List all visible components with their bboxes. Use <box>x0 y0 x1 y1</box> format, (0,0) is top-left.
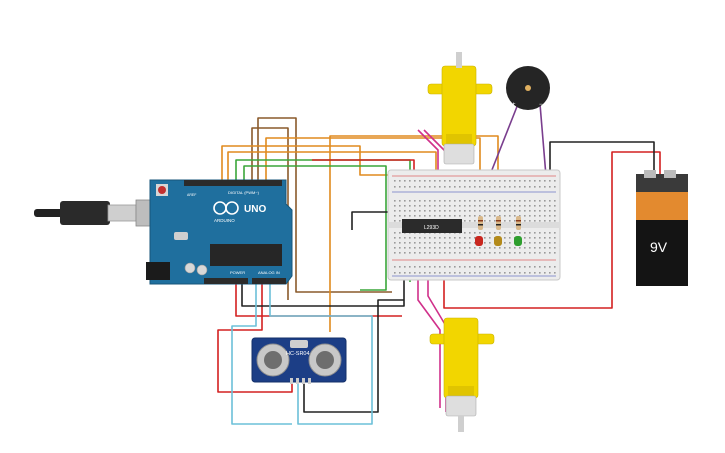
wire-orange-3 <box>265 137 481 180</box>
piezo-buzzer: + − <box>506 66 550 110</box>
ultrasonic-sensor: HC-SR04 <box>251 337 347 384</box>
wire-orange-4 <box>329 135 499 332</box>
power-jack <box>146 262 170 280</box>
sensor-pins <box>290 378 311 384</box>
led-green <box>514 236 522 246</box>
arduino-model: UNO <box>244 204 266 215</box>
resistor-2 <box>496 216 501 230</box>
power-header <box>204 278 248 284</box>
resistor-3 <box>516 216 521 230</box>
wire-green-2 <box>243 165 387 291</box>
analog-header <box>252 278 286 284</box>
resistor-1 <box>478 216 483 230</box>
motor-top <box>427 52 493 165</box>
wire-cyan-2 <box>231 280 292 425</box>
breadboard <box>387 169 561 281</box>
wire-purple-2 <box>539 103 547 177</box>
wire-magenta-2 <box>423 129 447 153</box>
analog-label: ANALOG IN <box>258 270 280 275</box>
wire-red-sensor <box>217 280 293 393</box>
wire-brown-1 <box>257 117 392 293</box>
wire-red-battery <box>443 151 661 309</box>
wire-black-gnd <box>241 272 405 307</box>
aref-label: AREF <box>187 193 196 197</box>
wire-black-sensor <box>303 299 404 413</box>
battery-9v: 9V <box>636 170 688 286</box>
power-label: POWER <box>230 270 245 275</box>
buzzer-minus: − <box>539 102 543 108</box>
leds-group <box>475 216 522 246</box>
arduino-logo <box>213 201 239 215</box>
digital-label: DIGITAL (PWM~) <box>228 190 260 195</box>
wire-red-power <box>235 280 402 317</box>
wire-magenta-1 <box>417 129 439 178</box>
atmega-chip <box>210 244 282 266</box>
led-red <box>475 236 483 246</box>
wire-orange-1 <box>221 145 412 180</box>
wire-cyan-1 <box>269 280 373 425</box>
digital-header <box>184 180 282 186</box>
driver-chip-label: L293D <box>424 225 439 231</box>
wire-orange-2 <box>227 151 437 180</box>
battery-label: 9V <box>650 239 668 255</box>
sensor-model: HC-SR04 <box>286 351 310 357</box>
led-yellow <box>494 236 502 246</box>
arduino-brand: ARDUINO <box>214 218 235 223</box>
arduino-board <box>149 179 293 285</box>
arduino-uno: UNO ARDUINO DIGITAL (PWM~) POWER ANALOG … <box>146 179 293 285</box>
wire-black-battery <box>549 141 655 178</box>
buzzer-plus: + <box>512 102 516 108</box>
motor-driver-chip: L293D <box>402 219 462 233</box>
motor-bottom <box>429 317 495 432</box>
